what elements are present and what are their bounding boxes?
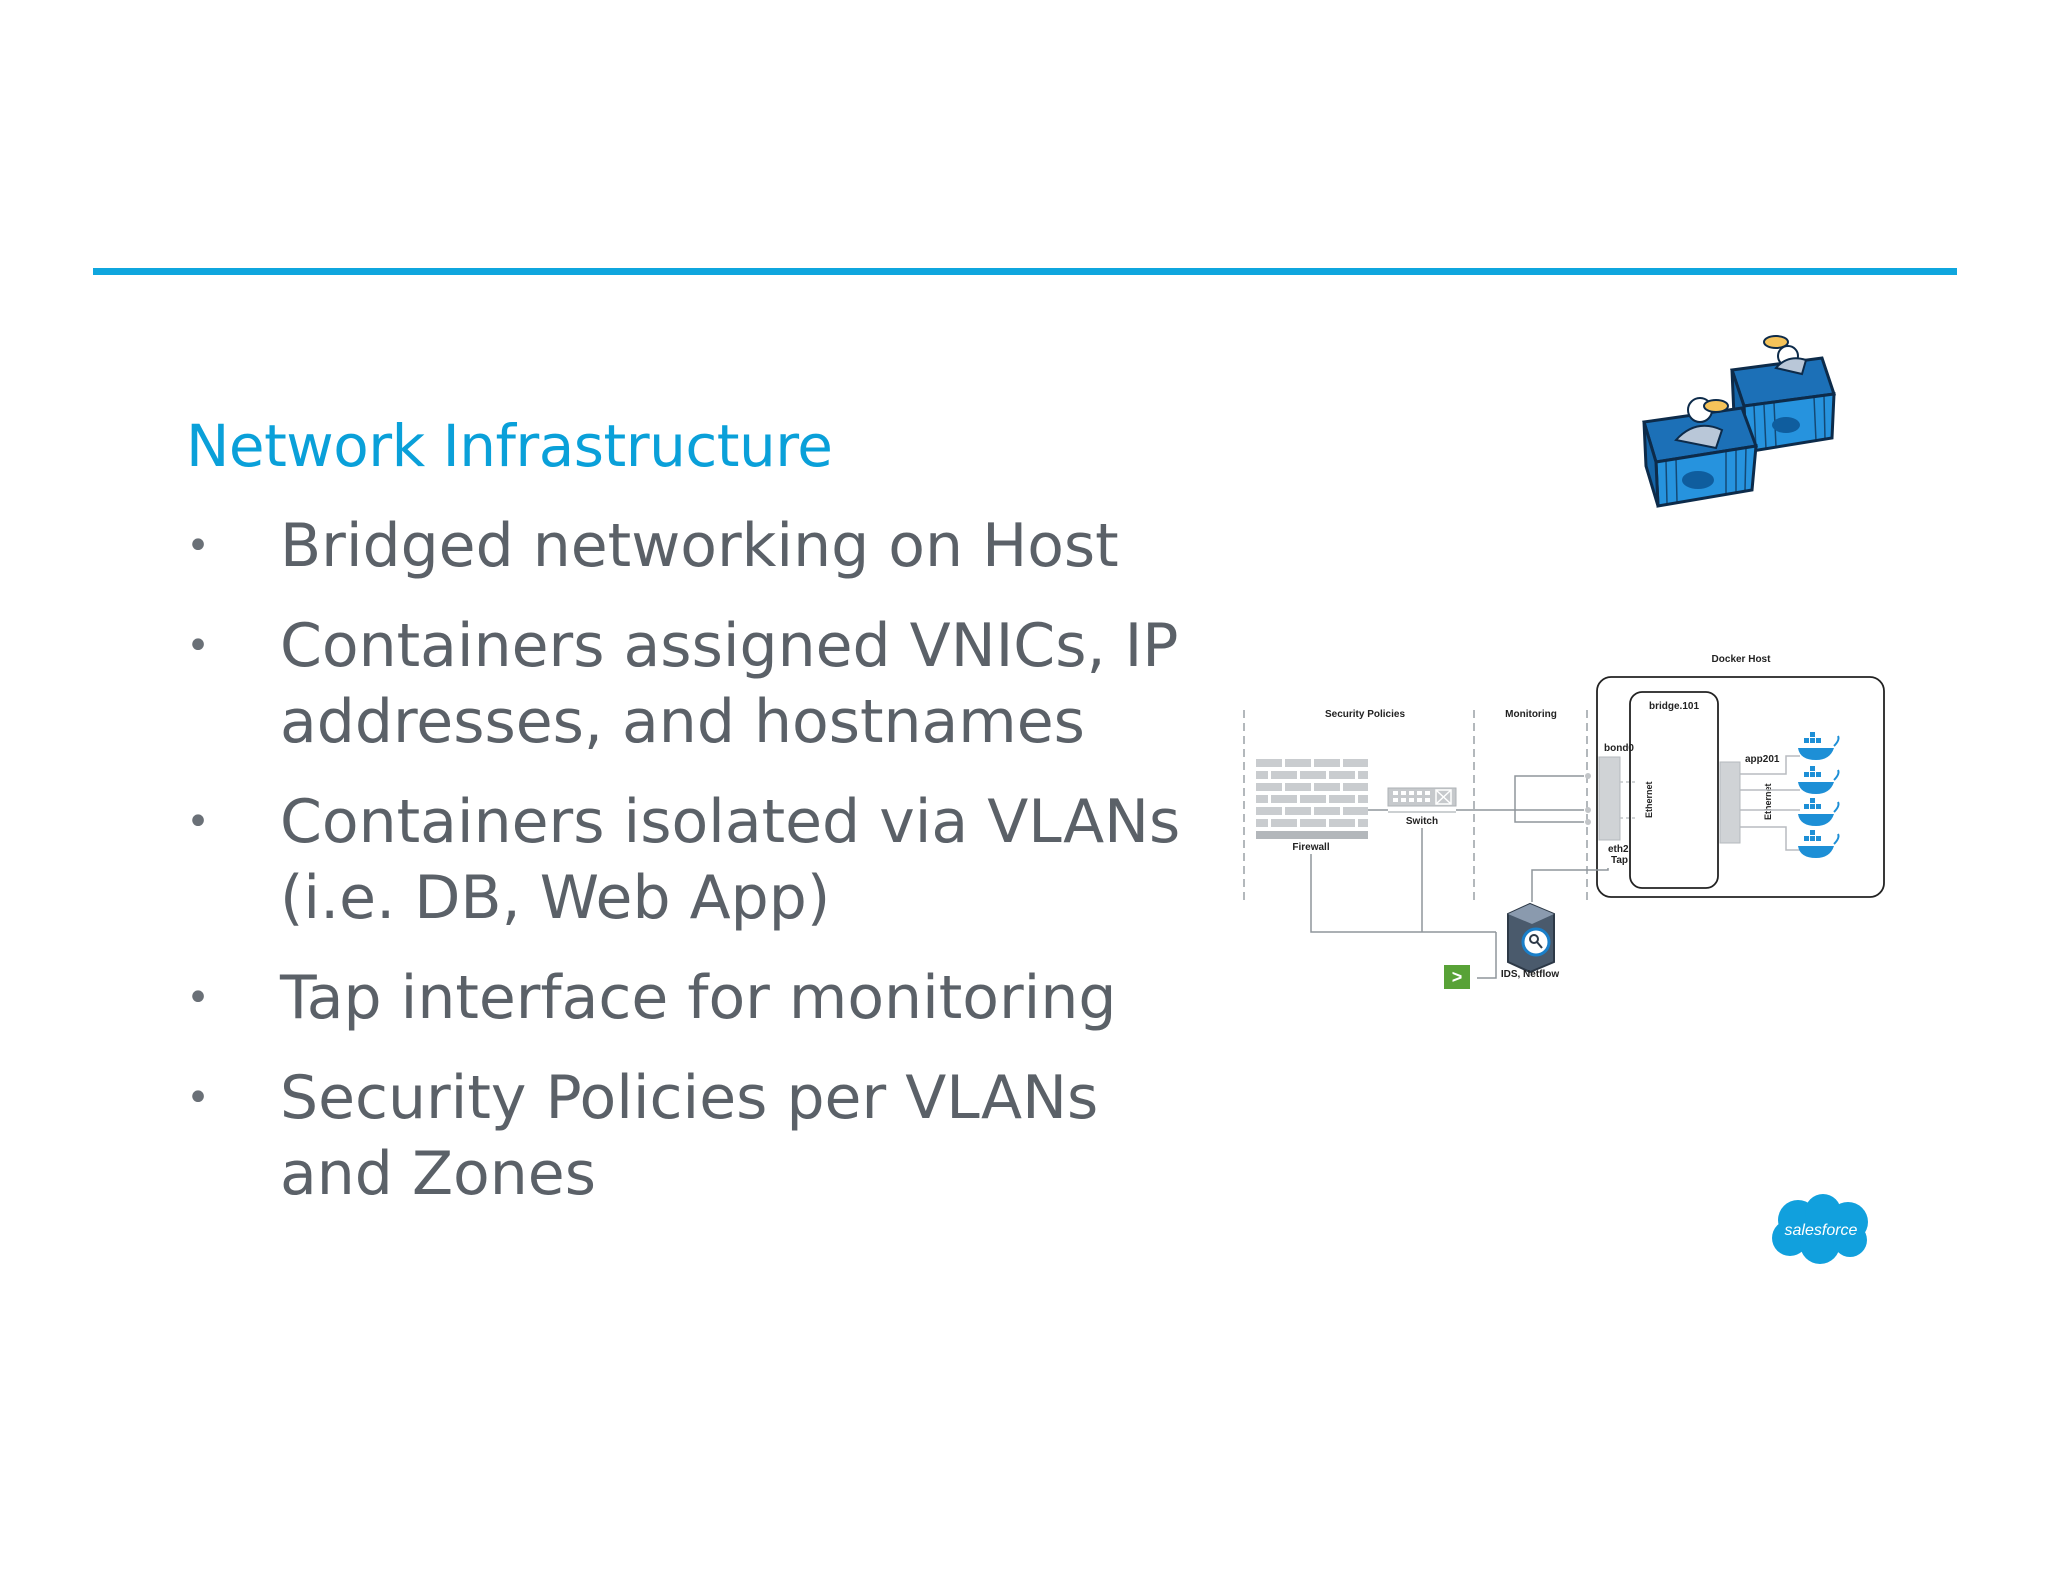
bullet-item: • Containers assigned VNICs, IP addresse… — [186, 608, 1178, 760]
bridge-label: bridge.101 — [1649, 701, 1699, 712]
bullet-symbol: • — [186, 1075, 210, 1121]
network-diagram: Security Policies Monitoring Docker Host… — [1243, 654, 1885, 989]
firewall-label: Firewall — [1292, 842, 1329, 853]
zone-label-monitoring: Monitoring — [1505, 709, 1557, 720]
switch-label: Switch — [1406, 816, 1438, 827]
bullet-symbol: • — [186, 523, 210, 569]
bullet-text-line-1: Containers isolated via VLANs — [280, 787, 1181, 857]
terminal-symbol: > — [1452, 967, 1463, 987]
bullet-text-line-1: Containers assigned VNICs, IP — [280, 611, 1179, 681]
header-rule — [93, 268, 1957, 275]
bullet-text: Tap interface for monitoring — [280, 963, 1117, 1033]
bullet-text-line-1: Security Policies per VLANs — [280, 1063, 1099, 1133]
bullet-item: • Tap interface for monitoring — [186, 960, 1116, 1036]
docker-whale-icon — [1798, 732, 1840, 760]
firewall-icon — [1256, 759, 1368, 839]
ethernet-label-right: Ethernet — [1763, 783, 1773, 820]
docker-host-box — [1596, 676, 1885, 898]
app-ethernet-block — [1719, 761, 1741, 844]
bullet-text-line-2: (i.e. DB, Web App) — [280, 863, 831, 933]
eth2-label: eth2 — [1608, 844, 1629, 855]
terminal-icon: > — [1444, 965, 1470, 989]
docker-whale-icon — [1798, 766, 1840, 794]
slide-title: Network Infrastructure — [186, 412, 833, 480]
tap-label: Tap — [1611, 855, 1628, 866]
docker-whale-icon — [1798, 830, 1840, 858]
salesforce-logo: salesforce — [1772, 1194, 1868, 1264]
bullet-symbol: • — [186, 623, 210, 669]
bullet-text-line-2: and Zones — [280, 1139, 596, 1209]
ids-server-icon — [1507, 902, 1555, 974]
bullet-item: • Containers isolated via VLANs (i.e. DB… — [186, 784, 1180, 936]
docker-whale-icon — [1798, 798, 1840, 826]
docker-containers-illustration — [1642, 335, 1836, 508]
bullet-symbol: • — [186, 975, 210, 1021]
zone-label-security: Security Policies — [1325, 709, 1405, 720]
ethernet-label-left: Ethernet — [1644, 781, 1654, 818]
bullet-item: • Bridged networking on Host — [186, 508, 1119, 584]
bullet-text-line-2: addresses, and hostnames — [280, 687, 1085, 757]
bond-label: bond0 — [1604, 743, 1634, 754]
salesforce-logo-text: salesforce — [1785, 1222, 1858, 1239]
ids-label: IDS, Netflow — [1501, 969, 1560, 980]
bridge-box — [1629, 691, 1719, 889]
switch-icon — [1387, 787, 1457, 813]
bullet-symbol: • — [186, 799, 210, 845]
bullet-text: Bridged networking on Host — [280, 511, 1119, 581]
docker-host-label: Docker Host — [1712, 654, 1772, 665]
bullet-item: • Security Policies per VLANs and Zones — [186, 1060, 1098, 1212]
bond-ethernet-block — [1598, 756, 1621, 841]
app-label: app201 — [1745, 754, 1780, 765]
